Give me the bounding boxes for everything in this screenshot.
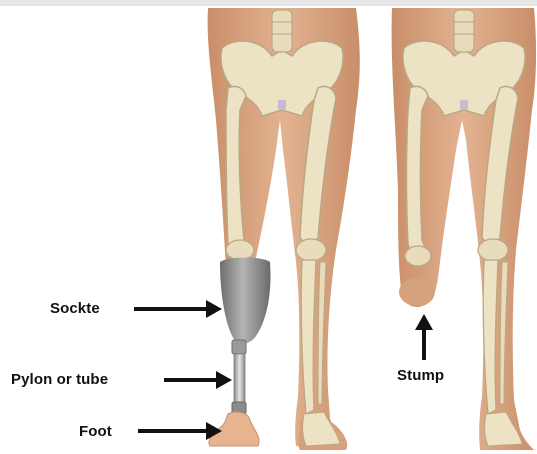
left-figure-knee-left <box>226 240 254 260</box>
left-spine-bone <box>272 10 292 52</box>
left-figure-prosthesis <box>134 8 360 450</box>
right-pubic-symphysis <box>460 100 468 110</box>
left-pubic-symphysis <box>278 100 286 110</box>
prosthetic-socket <box>220 258 270 345</box>
foot-label: Foot <box>79 423 112 440</box>
arrow-up-icon <box>415 314 433 360</box>
socket-adapter <box>232 340 246 354</box>
arrow-right-icon <box>134 300 222 318</box>
prosthetic-pylon <box>234 354 245 402</box>
arrow-right-icon <box>164 371 232 389</box>
right-figure-knee <box>478 239 508 261</box>
stump-knee <box>405 246 431 266</box>
socket-label: Sockte <box>50 300 100 317</box>
stump-label: Stump <box>397 367 444 384</box>
left-figure-knee-right <box>296 239 326 261</box>
arrow-right-icon <box>138 422 222 440</box>
pylon-label: Pylon or tube <box>11 371 108 388</box>
right-spine-bone <box>454 10 474 52</box>
stump-end <box>399 278 435 306</box>
